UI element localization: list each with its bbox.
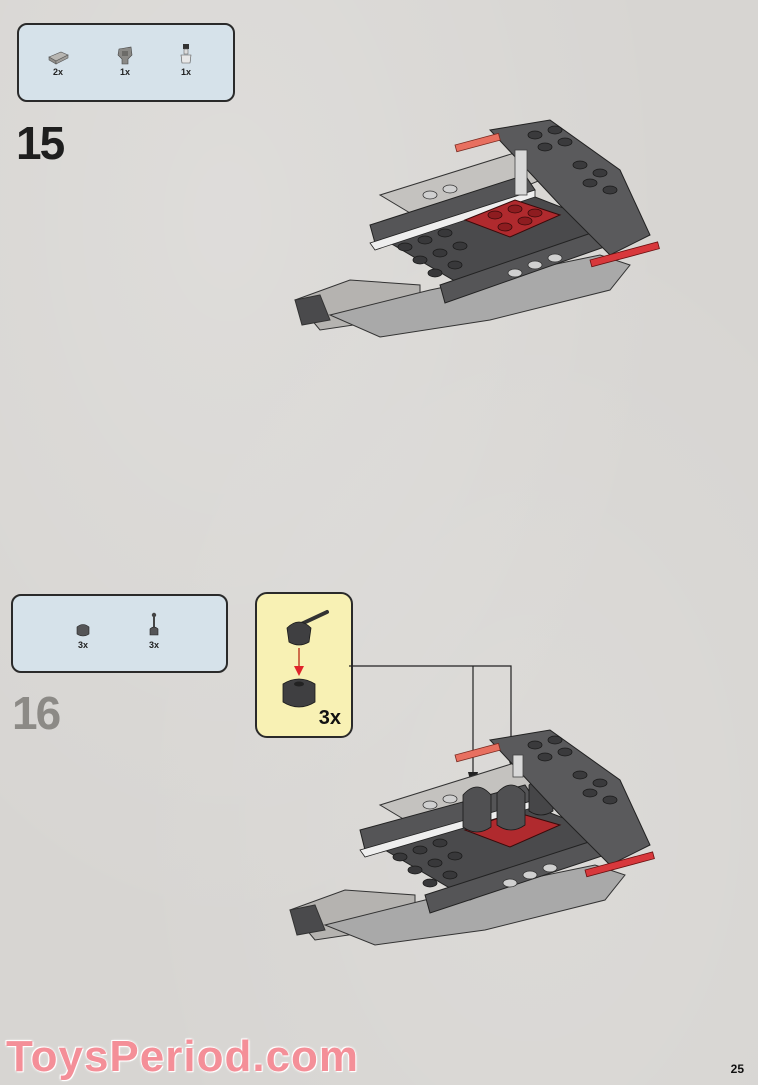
gray-clip-bracket-icon (117, 46, 133, 65)
dark-gray-cone-round-brick-icon (76, 624, 90, 637)
watermark: ToysPeriod.com (6, 1032, 360, 1081)
subassembly-callout: 3x (255, 592, 353, 738)
subassembly-quantity: 3x (318, 707, 341, 729)
dark-gray-lever-joystick-icon (149, 612, 159, 636)
white-antenna-piece-icon (180, 44, 192, 64)
part-item: 1x (179, 43, 193, 77)
part-item: 1x (116, 45, 134, 77)
part-item: 3x (75, 622, 91, 650)
step-number: 15 (16, 117, 65, 169)
part-quantity: 3x (77, 640, 88, 650)
step-number: 16 (12, 687, 61, 739)
part-quantity: 2x (52, 67, 63, 77)
part-quantity: 3x (148, 640, 159, 650)
part-item: 3x (148, 612, 160, 650)
part-quantity: 1x (119, 67, 130, 77)
light-gray-plate-1x2-icon (48, 51, 69, 65)
step-15-parts-list: 2x 1x 1x (17, 23, 235, 102)
part-item: 2x (47, 51, 69, 77)
ship-model-step-16 (289, 729, 655, 946)
step-16-parts-list: 3x 3x (11, 594, 228, 673)
lever-on-round-brick-subassembly-icon (282, 610, 329, 708)
part-quantity: 1x (180, 67, 191, 77)
page-number: 25 (730, 1062, 744, 1076)
ship-model-step-15 (294, 119, 660, 338)
